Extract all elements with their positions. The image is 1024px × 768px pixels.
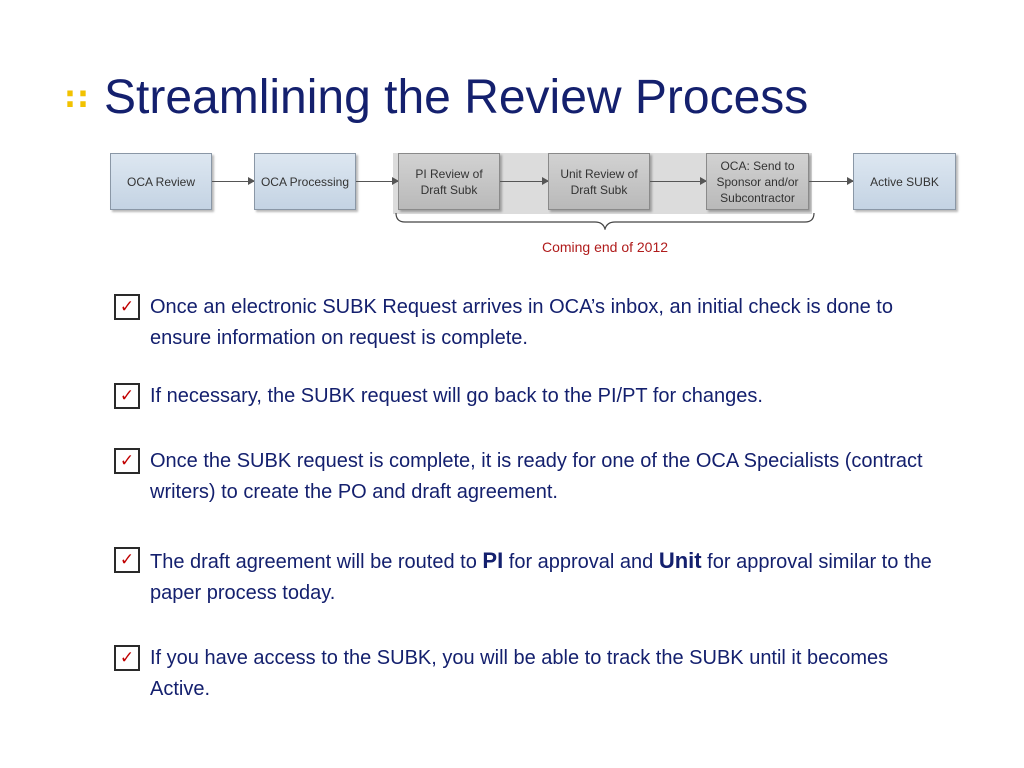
text-run: for approval similar to the paper proces… <box>150 551 932 604</box>
flow-arrow <box>356 177 399 185</box>
flow-arrow <box>650 177 707 185</box>
bullet-text: The draft agreement will be routed to PI… <box>150 545 950 609</box>
bullet-text: Once an electronic SUBK Request arrives … <box>150 296 893 349</box>
text-run: for approval and <box>503 551 659 573</box>
checkbox-check-icon: ✓ <box>114 448 140 474</box>
slide-title: :: Streamlining the Review Process <box>64 62 1004 132</box>
checkbox-check-icon: ✓ <box>114 547 140 573</box>
process-flow-diagram: OCA Review OCA Processing PI Review of D… <box>0 0 1024 270</box>
title-bullet-mark: :: <box>64 79 90 115</box>
bullet-text: If you have access to the SUBK, you will… <box>150 647 889 700</box>
checkbox-check-icon: ✓ <box>114 294 140 320</box>
flow-step-unit-review: Unit Review of Draft Subk <box>548 153 650 210</box>
flow-step-pi-review: PI Review of Draft Subk <box>398 153 500 210</box>
title-text: Streamlining the Review Process <box>104 70 809 124</box>
curly-brace <box>395 212 815 230</box>
flow-arrow <box>500 177 549 185</box>
bold-unit: Unit <box>658 548 702 573</box>
bullet-text: If necessary, the SUBK request will go b… <box>150 385 763 407</box>
flow-step-send-to-sponsor: OCA: Send to Sponsor and/or Subcontracto… <box>706 153 809 210</box>
bullet-item: ✓ If necessary, the SUBK request will go… <box>114 381 964 412</box>
flow-arrow <box>212 177 255 185</box>
bullet-item: ✓ If you have access to the SUBK, you wi… <box>114 643 964 705</box>
checkbox-check-icon: ✓ <box>114 645 140 671</box>
bold-pi: PI <box>482 548 504 573</box>
coming-soon-note: Coming end of 2012 <box>541 239 669 255</box>
bullet-item: ✓ Once an electronic SUBK Request arrive… <box>114 292 964 354</box>
flow-step-oca-processing: OCA Processing <box>254 153 356 210</box>
bullet-item: ✓ Once the SUBK request is complete, it … <box>114 446 964 508</box>
flow-step-oca-review: OCA Review <box>110 153 212 210</box>
checkbox-check-icon: ✓ <box>114 383 140 409</box>
flow-arrow <box>809 177 854 185</box>
bullet-text: Once the SUBK request is complete, it is… <box>150 450 923 503</box>
text-run: The draft agreement will be routed to <box>150 551 483 573</box>
bullet-item: ✓ The draft agreement will be routed to … <box>114 545 964 609</box>
flow-step-active-subk: Active SUBK <box>853 153 956 210</box>
